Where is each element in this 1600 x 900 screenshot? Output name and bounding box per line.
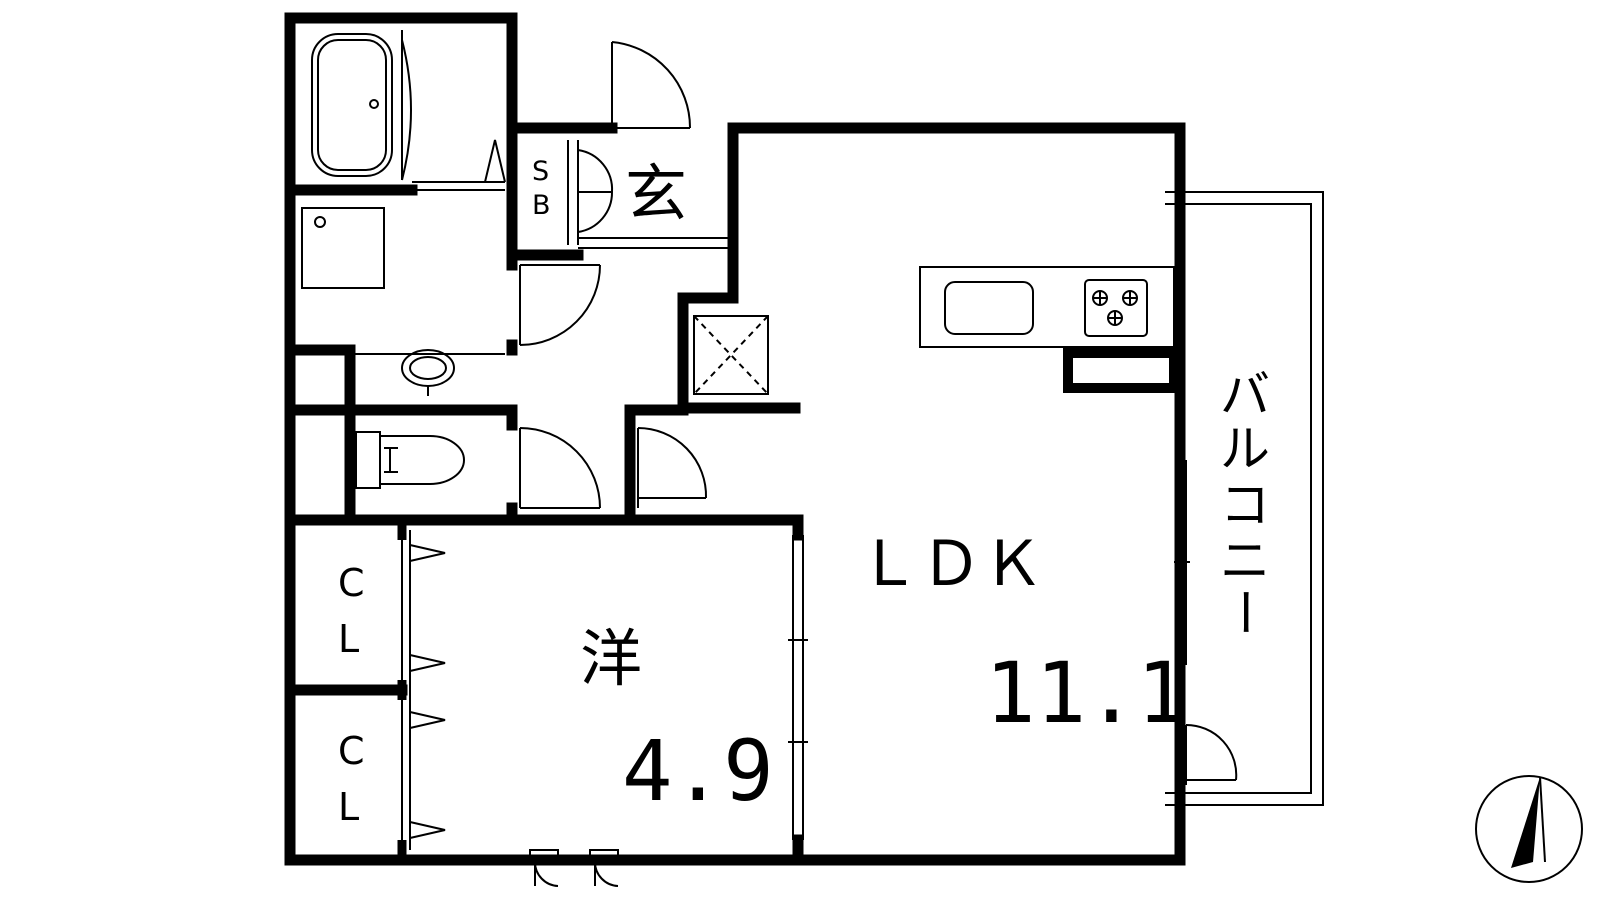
ldk-label: ＬＤＫ (858, 527, 1044, 600)
storage-x-box (693, 315, 769, 395)
balcony-char: バ (1220, 366, 1270, 424)
shoe-box-label-s: S (532, 156, 549, 187)
ldk-size: 11.1 (985, 644, 1187, 742)
balcony (1165, 191, 1324, 806)
outer-walls (284, 12, 1186, 866)
kitchen-counter (919, 266, 1175, 348)
balcony-char: ル (1220, 420, 1270, 478)
entrance-label: 玄 (625, 157, 687, 230)
closet-doors (401, 530, 446, 850)
ldk-window (1174, 460, 1190, 665)
washer-icon (301, 207, 385, 289)
balcony-char: ニ (1220, 532, 1270, 590)
western-room-label: 洋 (580, 622, 642, 695)
bathtub-icon (311, 33, 393, 177)
balcony-char: コ (1220, 476, 1270, 534)
closet-2-label-l: L (338, 785, 359, 829)
kitchen-sink-icon (944, 281, 1034, 335)
stove-icon (1084, 279, 1148, 337)
wash-basin-icon (355, 349, 505, 396)
shoe-box-label-b: B (532, 190, 551, 221)
toilet-icon (355, 431, 465, 489)
closet-1-label-l: L (338, 617, 359, 661)
north-arrow-icon (1475, 775, 1583, 883)
western-room-size: 4.9 (622, 722, 774, 820)
balcony-char: ー (1215, 587, 1273, 637)
closet-2-label-c: C (338, 729, 365, 773)
door-swings (401, 30, 1238, 887)
counter-pillar (1063, 348, 1179, 393)
balcony-label: バ ル コ ニ ー (1215, 366, 1273, 637)
western-room-window (788, 535, 808, 840)
closet-1-label-c: C (338, 561, 365, 605)
